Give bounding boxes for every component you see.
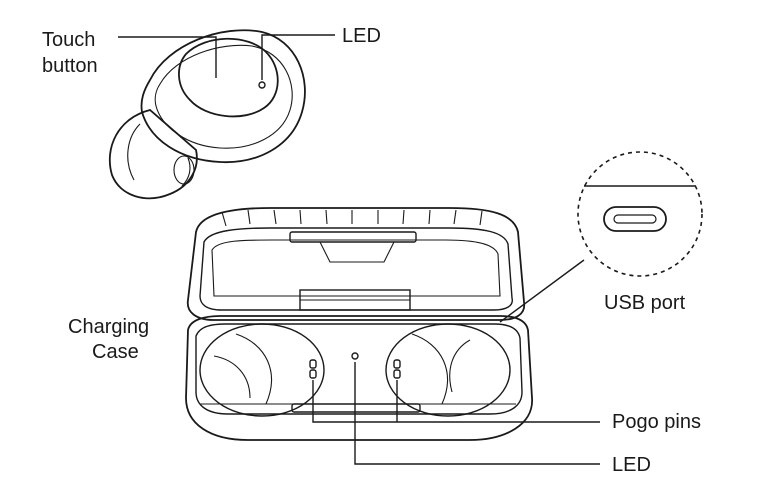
lid-ridges: [221, 209, 483, 227]
earbud-led-label: LED: [342, 25, 381, 47]
pogo-pins-right: [393, 359, 401, 379]
charging-case-label-1: Charging: [68, 316, 149, 338]
usb-port-label: USB port: [604, 292, 686, 314]
case-led-label: LED: [612, 454, 651, 476]
usb-port-callout: [499, 151, 703, 323]
earbud-led-leader: [261, 34, 335, 80]
charging-case: [185, 207, 533, 441]
touch-button-label-1: Touch: [42, 29, 95, 51]
touch-button-face: [178, 37, 279, 118]
earbud: [108, 29, 306, 200]
case-led-dot: [351, 352, 359, 360]
pogo-pins-leader-left: [312, 380, 600, 423]
earbud-led-dot: [258, 81, 266, 89]
touch-button-leader: [118, 36, 217, 78]
pogo-pins-label: Pogo pins: [612, 411, 701, 433]
pogo-pins-left: [309, 359, 317, 379]
touch-button-label-2: button: [42, 55, 98, 77]
charging-case-label-2: Case: [92, 341, 139, 363]
case-led-leader: [354, 362, 600, 465]
